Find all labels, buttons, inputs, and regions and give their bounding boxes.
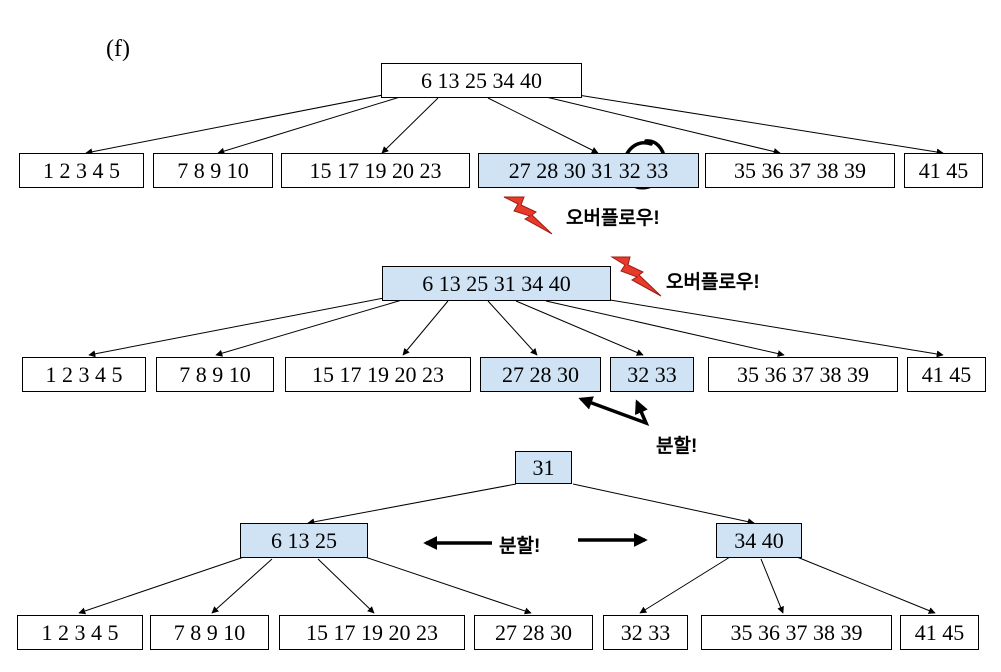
edge-s2-7 — [597, 297, 944, 358]
edge-s3-r1 — [639, 556, 731, 614]
s3-root-node: 31 — [515, 451, 572, 484]
split-arrow-s2 — [578, 396, 650, 427]
panel-label: (f) — [106, 36, 130, 62]
edge-s2-6 — [545, 300, 785, 358]
s2-overflow-label: 오버플로우! — [666, 272, 760, 293]
lightning-icon-1 — [503, 196, 553, 235]
edge-s2-5 — [515, 300, 644, 356]
s3-leaf-2: 7 8 9 10 — [150, 615, 269, 650]
edge-s3-r2 — [760, 558, 784, 614]
s3-leaf-5: 32 33 — [603, 615, 688, 650]
s2-leaf-2: 7 8 9 10 — [156, 357, 274, 392]
s1-leaf-6: 41 45 — [904, 153, 983, 188]
s3-leaf-1: 1 2 3 4 5 — [17, 615, 143, 650]
s2-leaf-1: 1 2 3 4 5 — [22, 357, 146, 392]
s3-internal-left: 6 13 25 — [240, 523, 368, 558]
s3-leaf-7: 41 45 — [900, 615, 979, 650]
edge-s1-4 — [487, 97, 599, 154]
s1-leaf-1: 1 2 3 4 5 — [19, 153, 144, 188]
s3-internal-right: 34 40 — [716, 523, 802, 558]
edge-s3-l3 — [317, 558, 375, 614]
edge-s3-l1 — [78, 556, 245, 615]
edge-s1-3 — [381, 97, 439, 154]
edge-s2-1 — [88, 297, 385, 358]
edge-s3-root-right — [572, 483, 755, 526]
edge-s1-6 — [577, 94, 944, 156]
edge-s1-2 — [217, 96, 401, 155]
s3-split-label: 분할! — [499, 536, 541, 557]
s3-leaf-6: 35 36 37 38 39 — [701, 615, 892, 650]
edge-s3-root-left — [307, 483, 517, 526]
s1-root-node: 6 13 25 34 40 — [381, 63, 582, 98]
s2-leaf-3: 15 17 19 20 23 — [285, 357, 471, 392]
edge-s1-1 — [85, 94, 384, 156]
s2-leaf-5-split: 32 33 — [610, 357, 694, 392]
s1-leaf-5: 35 36 37 38 39 — [705, 153, 895, 188]
s3-leaf-3: 15 17 19 20 23 — [279, 615, 465, 650]
s1-leaf-4-overflow: 27 28 30 31 32 33 — [478, 153, 699, 188]
edge-s2-2 — [215, 299, 403, 357]
s1-leaf-3: 15 17 19 20 23 — [281, 153, 470, 188]
s2-leaf-7: 41 45 — [907, 357, 986, 392]
edge-s3-r3 — [796, 556, 936, 614]
s1-overflow-label: 오버플로우! — [566, 208, 660, 229]
s2-split-label: 분할! — [656, 436, 698, 457]
edge-s3-l4 — [364, 556, 532, 615]
edge-s2-3 — [402, 300, 449, 356]
lightning-icon-2 — [610, 256, 662, 297]
s1-leaf-2: 7 8 9 10 — [153, 153, 273, 188]
s3-leaf-4: 27 28 30 — [474, 615, 593, 650]
s2-leaf-4-split: 27 28 30 — [480, 357, 601, 392]
edge-s2-4 — [487, 300, 538, 356]
edge-s3-l2 — [211, 558, 273, 614]
s2-leaf-6: 35 36 37 38 39 — [708, 357, 898, 392]
edge-s1-5 — [545, 96, 781, 155]
s2-root-node-overflow: 6 13 25 31 34 40 — [382, 266, 611, 301]
